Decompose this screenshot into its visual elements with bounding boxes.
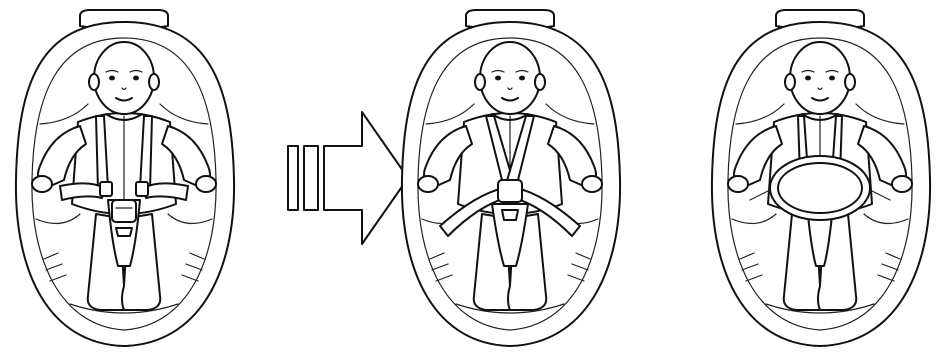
next-step-arrow — [288, 112, 408, 244]
step-1-panel — [16, 10, 234, 346]
step-2-panel — [402, 10, 620, 346]
step-3-panel — [712, 10, 930, 346]
